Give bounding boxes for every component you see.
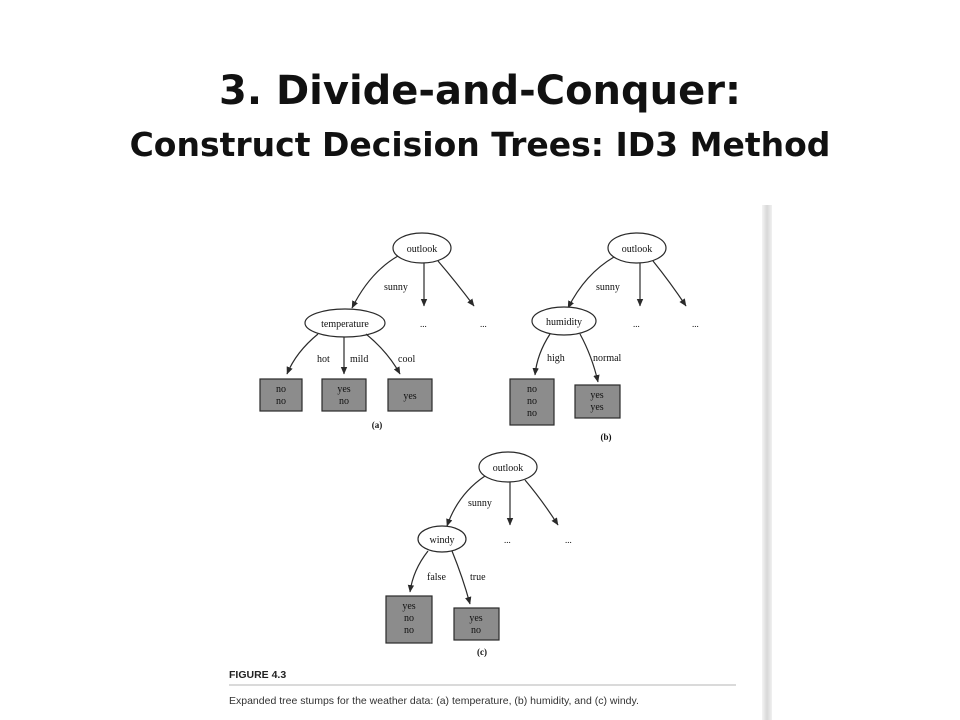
tree-c-windy-label: windy bbox=[430, 535, 455, 546]
tree-c-edge-true bbox=[451, 550, 472, 605]
tree-b-sunny-label: sunny bbox=[596, 282, 620, 293]
tree-c-leaf-false-3: no bbox=[404, 625, 414, 636]
tree-a-sub-label: (a) bbox=[372, 420, 383, 430]
tree-c-root-label: outlook bbox=[493, 463, 524, 474]
tree-a-temperature-node bbox=[304, 308, 386, 338]
slide-title: 3. Divide-and-Conquer: Construct Decisio… bbox=[0, 62, 960, 170]
tree-a-text: outlook sunny ... ... temperature hot mi… bbox=[276, 244, 487, 430]
tree-b-edge-3 bbox=[652, 260, 687, 307]
tree-c-windy-node bbox=[417, 525, 467, 553]
tree-b-high-label: high bbox=[547, 353, 565, 364]
tree-c-edge-3 bbox=[524, 479, 559, 526]
tree-b-humidity-node bbox=[531, 306, 597, 336]
tree-c-leaf-true-1: yes bbox=[469, 613, 482, 624]
tree-a-ellipsis-2: ... bbox=[480, 319, 487, 329]
tree-a-edge-hot bbox=[286, 333, 319, 375]
tree-a-root-label: outlook bbox=[407, 244, 438, 255]
tree-c-false-label: false bbox=[427, 572, 446, 583]
tree-a-leaf-mild bbox=[321, 378, 367, 412]
tree-c-edge-sunny bbox=[446, 475, 486, 527]
tree-b-leaf-high-2: no bbox=[527, 396, 537, 407]
tree-b-leaf-high-3: no bbox=[527, 408, 537, 419]
tree-a-leaf-hot-1: no bbox=[276, 384, 286, 395]
tree-c-edge-false bbox=[407, 550, 429, 593]
tree-b-edge-sunny bbox=[567, 256, 615, 309]
tree-b-edge-normal bbox=[579, 333, 600, 383]
tree-a-leaf-hot-2: no bbox=[276, 396, 286, 407]
tree-b-ellipsis-2: ... bbox=[692, 319, 699, 329]
tree-b-leaf-high bbox=[509, 378, 555, 426]
tree-c-sunny-label: sunny bbox=[468, 498, 492, 509]
tree-c-ellipsis-1: ... bbox=[504, 535, 511, 545]
tree-b-leaf-normal-1: yes bbox=[590, 390, 603, 401]
tree-a-root-node bbox=[392, 232, 452, 264]
tree-b-humidity-label: humidity bbox=[546, 317, 582, 328]
tree-a-leaf-cool-1: yes bbox=[403, 391, 416, 402]
scan-edge-shadow bbox=[762, 205, 772, 720]
tree-a-sunny-label: sunny bbox=[384, 282, 408, 293]
tree-a-leaf-mild-2: no bbox=[339, 396, 349, 407]
tree-b-leaf-normal-2: yes bbox=[590, 402, 603, 413]
tree-a-ellipsis-1: ... bbox=[420, 319, 427, 329]
tree-b-text: outlook sunny ... ... humidity high norm… bbox=[527, 244, 699, 442]
figure-number: FIGURE 4.3 bbox=[229, 669, 286, 681]
tree-a-edge-cool bbox=[365, 333, 401, 375]
figure-caption: Expanded tree stumps for the weather dat… bbox=[229, 695, 639, 707]
slide-title-line1: 3. Divide-and-Conquer: bbox=[219, 68, 741, 114]
tree-b bbox=[509, 232, 687, 426]
tree-a-leaf-hot bbox=[259, 378, 303, 412]
tree-b-leaf-normal bbox=[574, 384, 621, 419]
tree-b-root-node bbox=[607, 232, 667, 264]
tree-a-leaf-mild-1: yes bbox=[337, 384, 350, 395]
tree-c-leaf-false-1: yes bbox=[402, 601, 415, 612]
tree-a-hot-label: hot bbox=[317, 354, 330, 365]
tree-a-edge-3 bbox=[437, 260, 475, 307]
tree-c-root-node bbox=[478, 451, 538, 483]
tree-b-root-label: outlook bbox=[622, 244, 653, 255]
tree-c-ellipsis-2: ... bbox=[565, 535, 572, 545]
tree-c-true-label: true bbox=[470, 572, 486, 583]
tree-b-leaf-high-1: no bbox=[527, 384, 537, 395]
tree-a-mild-label: mild bbox=[350, 354, 368, 365]
tree-a-temperature-label: temperature bbox=[321, 319, 369, 330]
tree-c-leaf-false-2: no bbox=[404, 613, 414, 624]
tree-c-leaf-true-2: no bbox=[471, 625, 481, 636]
tree-a-cool-label: cool bbox=[398, 354, 415, 365]
tree-c-leaf-true bbox=[453, 607, 500, 641]
tree-b-sub-label: (b) bbox=[601, 432, 612, 442]
tree-c-text: outlook sunny ... ... windy false true y… bbox=[402, 463, 571, 657]
tree-c-leaf-false bbox=[385, 595, 433, 644]
tree-a bbox=[259, 232, 475, 412]
tree-c bbox=[385, 451, 559, 644]
tree-b-ellipsis-1: ... bbox=[633, 319, 640, 329]
tree-a-leaf-cool bbox=[387, 378, 433, 412]
tree-a-edge-sunny bbox=[351, 255, 399, 309]
tree-b-normal-label: normal bbox=[593, 353, 622, 364]
slide-subtitle: Construct Decision Trees: ID3 Method bbox=[129, 125, 831, 164]
tree-c-sub-label: (c) bbox=[477, 647, 487, 657]
tree-b-edge-high bbox=[532, 333, 551, 376]
